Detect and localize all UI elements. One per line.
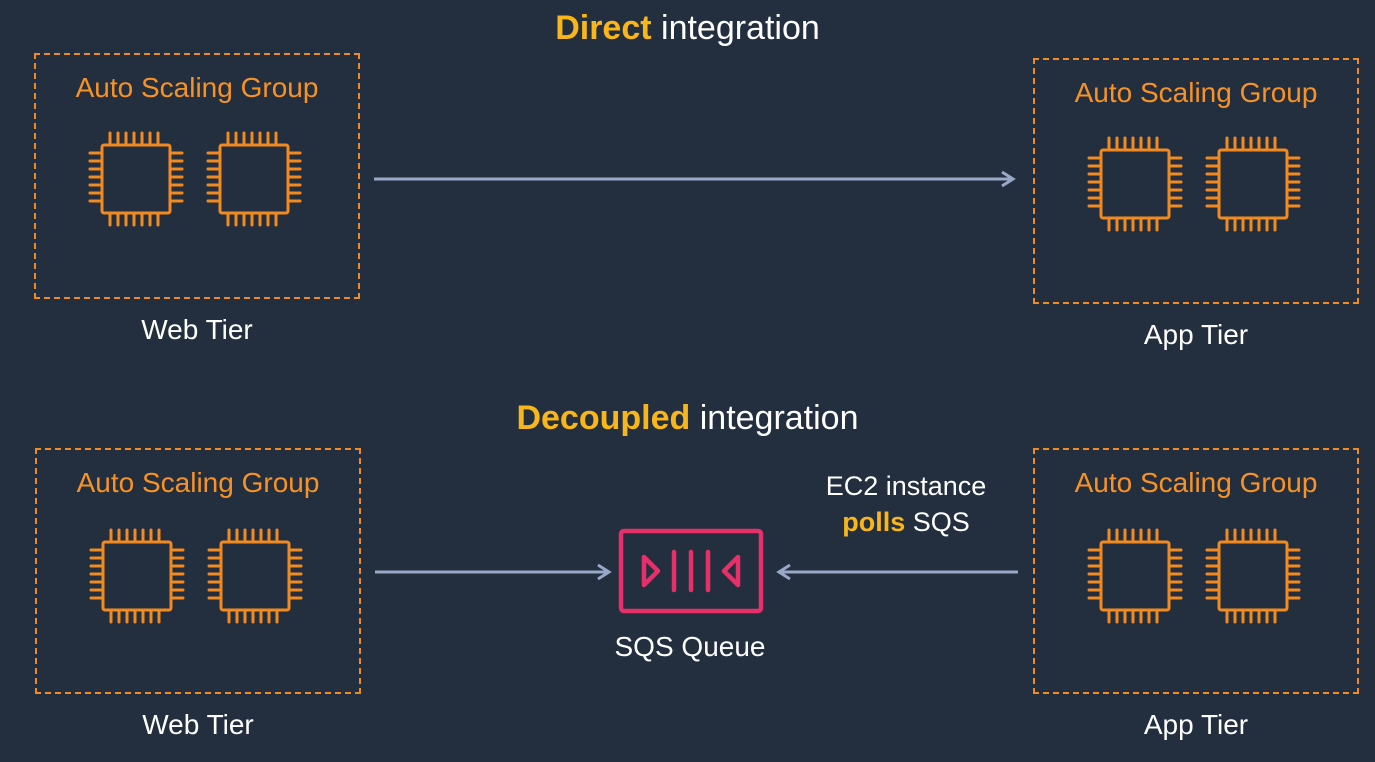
- app-to-queue-arrow: [776, 563, 1018, 581]
- polls-note-line1: EC2 instance: [825, 471, 987, 501]
- direct-web-asg-label: Auto Scaling Group: [75, 72, 319, 103]
- polls-note-line2: polls SQS: [806, 504, 1006, 540]
- direct-title-rest: integration: [651, 9, 820, 47]
- direct-web-asg: Auto Scaling Group: [34, 53, 360, 299]
- direct-app-tier-label: App Tier: [1143, 319, 1249, 350]
- decoupled-title-highlight: Decoupled: [516, 399, 691, 437]
- sqs-queue-label: SQS Queue: [614, 631, 766, 662]
- decoupled-web-tier-label: Web Tier: [142, 709, 254, 740]
- sqs-queue-icon: [618, 528, 764, 614]
- ec2-instance-icon: [1205, 136, 1301, 232]
- direct-app-asg-label: Auto Scaling Group: [1074, 77, 1318, 108]
- decoupled-web-asg: Auto Scaling Group: [35, 448, 361, 694]
- decoupled-app-asg-label: Auto Scaling Group: [1074, 467, 1318, 498]
- direct-web-tier-label: Web Tier: [141, 314, 253, 345]
- polls-note-rest: SQS: [905, 507, 970, 537]
- web-to-queue-arrow: [375, 563, 612, 581]
- decoupled-app-asg: Auto Scaling Group: [1033, 448, 1359, 694]
- decoupled-app-tier-label: App Tier: [1143, 709, 1249, 740]
- direct-title-highlight: Direct: [555, 9, 652, 47]
- ec2-instance-icon: [206, 131, 302, 227]
- polls-note-highlight: polls: [842, 507, 906, 537]
- decoupled-integration-title: Decoupled integration: [0, 398, 1375, 438]
- ec2-instance-icon: [1087, 528, 1183, 624]
- ec2-instance-icon: [1087, 136, 1183, 232]
- ec2-instance-icon: [1205, 528, 1301, 624]
- ec2-instance-icon: [207, 528, 303, 624]
- polls-note: EC2 instance polls SQS: [806, 468, 1006, 540]
- decoupled-web-asg-label: Auto Scaling Group: [76, 467, 320, 498]
- direct-integration-title: Direct integration: [0, 8, 1375, 48]
- direct-app-asg: Auto Scaling Group: [1033, 58, 1359, 304]
- ec2-instance-icon: [89, 528, 185, 624]
- direct-arrow: [374, 170, 1016, 188]
- ec2-instance-icon: [88, 131, 184, 227]
- decoupled-title-rest: integration: [690, 399, 859, 437]
